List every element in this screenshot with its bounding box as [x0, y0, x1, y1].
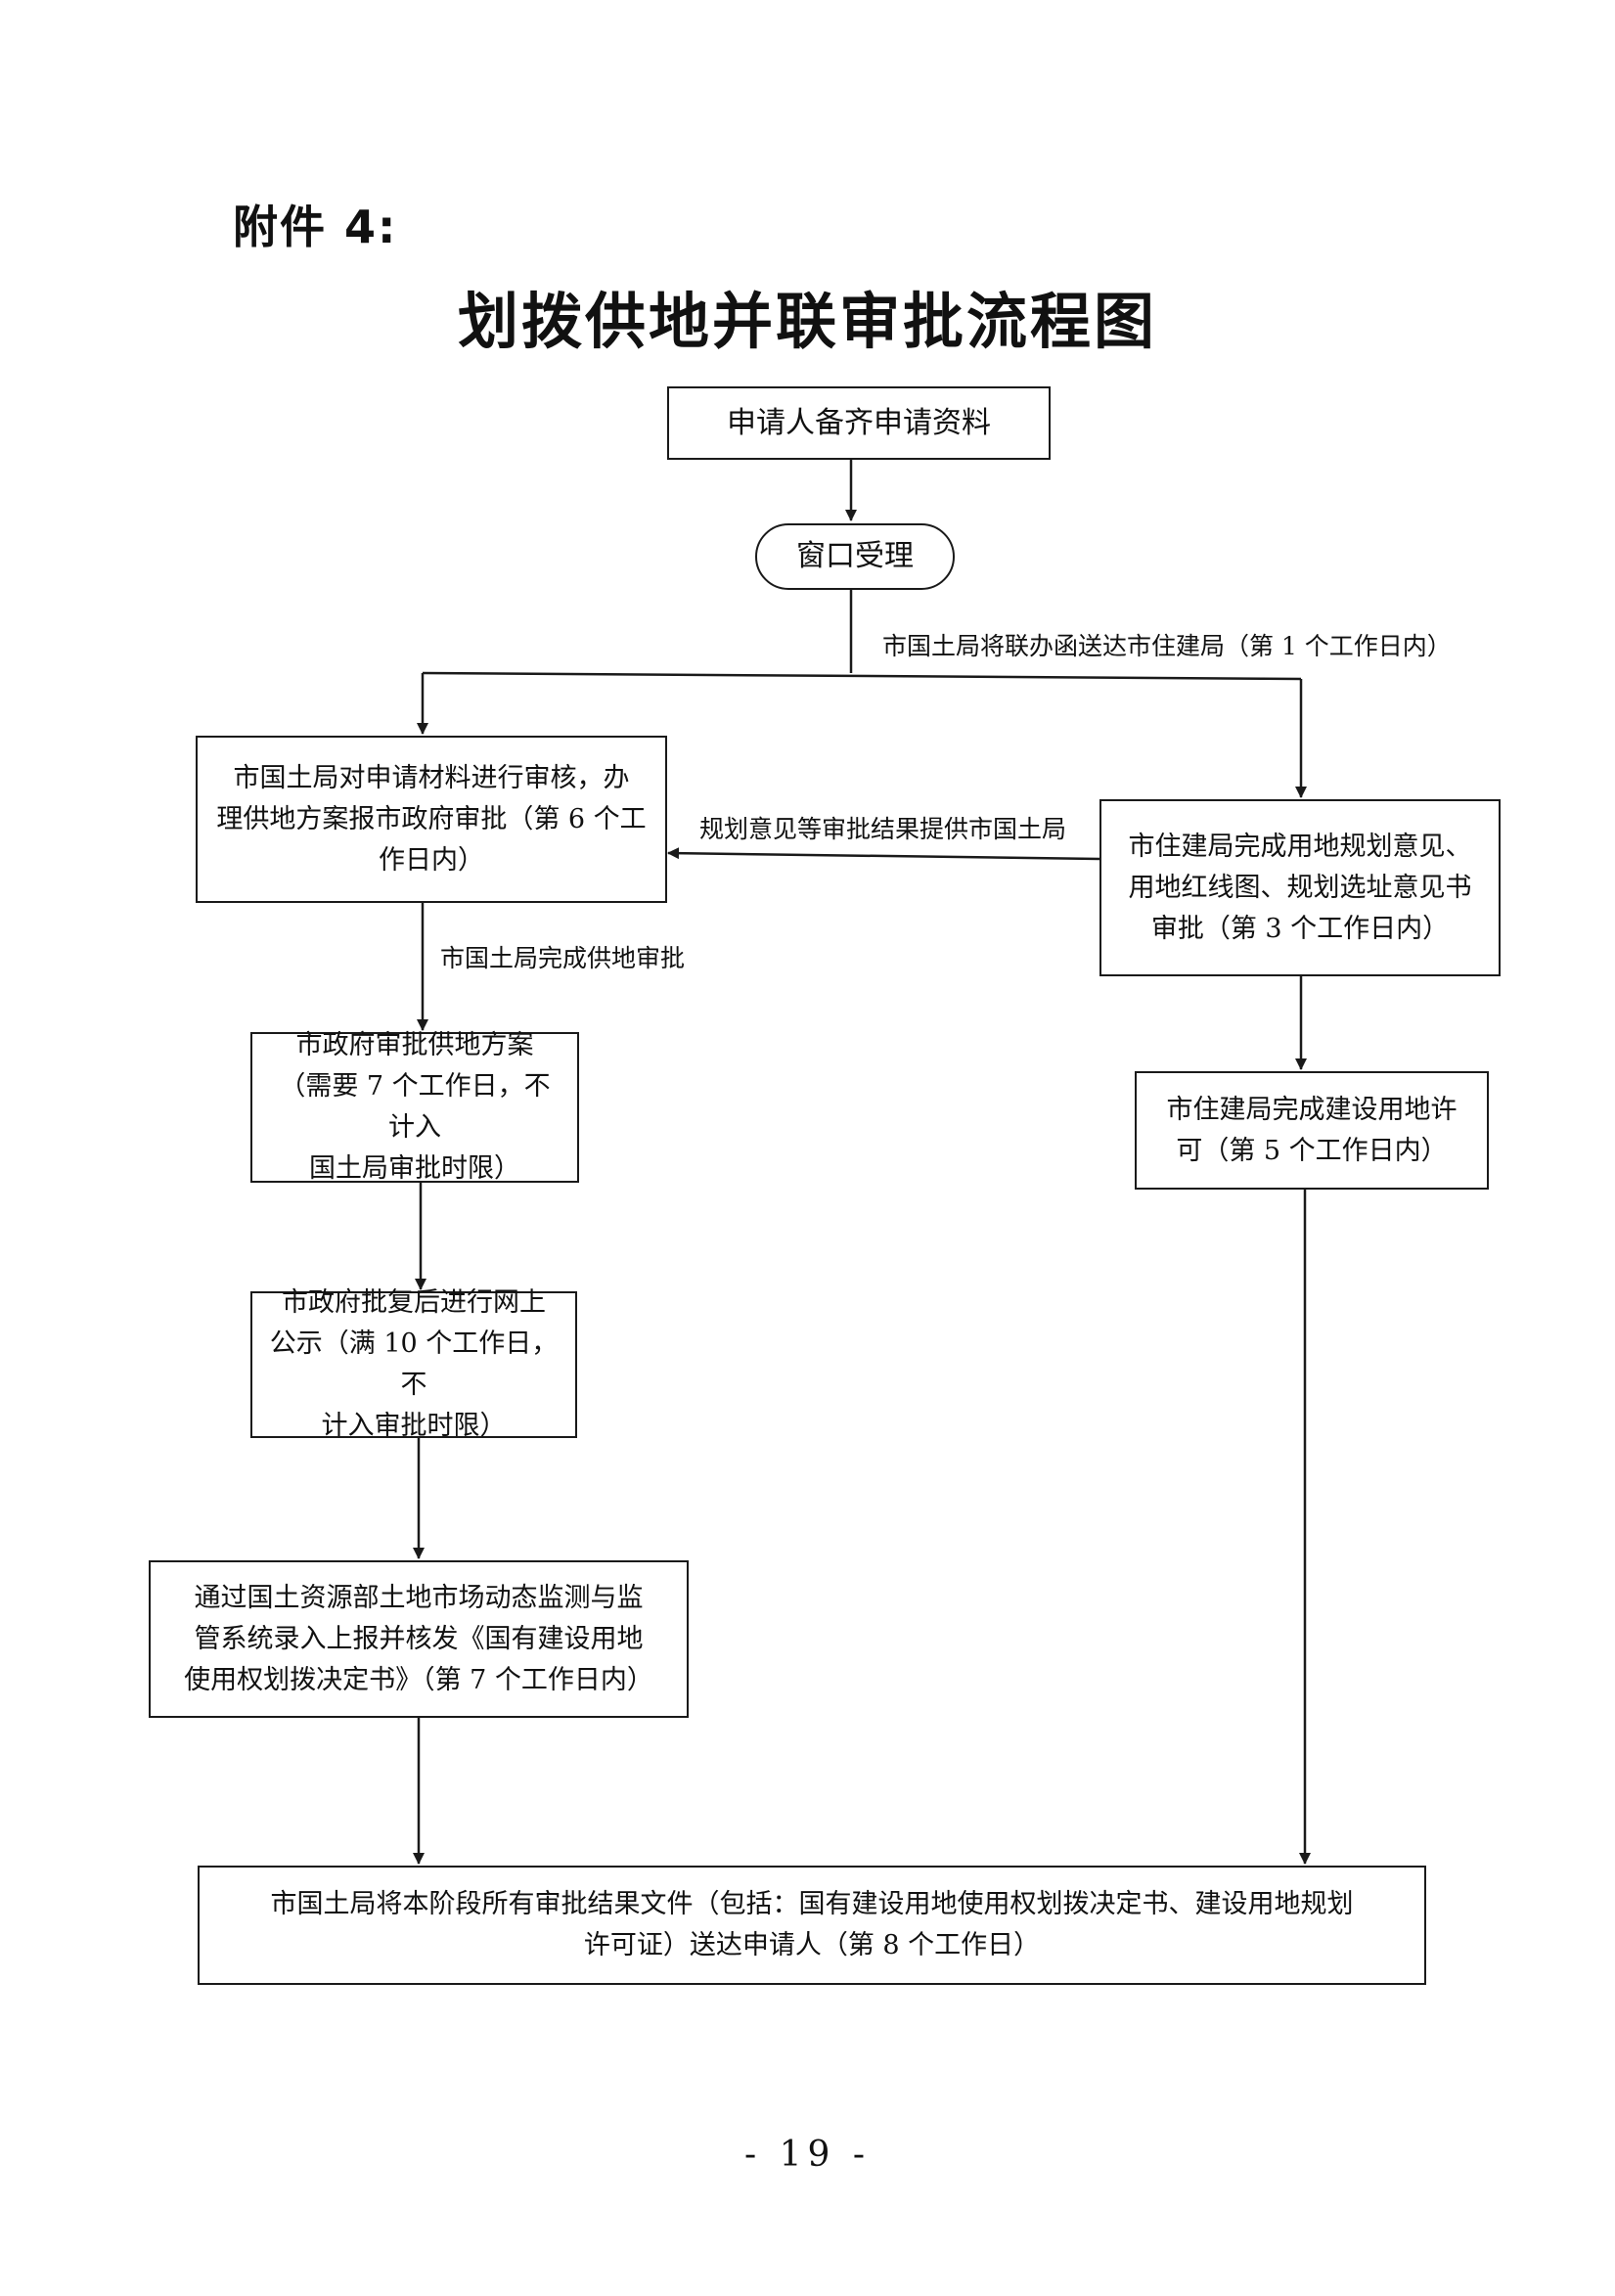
node-online-publicity: 市政府批复后进行网上 公示（满 10 个工作日，不 计入审批时限） [250, 1287, 577, 1441]
split-bar [422, 671, 1302, 681]
attachment-label: 附件 4: [233, 201, 398, 253]
edge-label-send-letter: 市国土局将联办函送达市住建局（第 1 个工作日内） [882, 632, 1452, 660]
node-deliver-results: 市国土局将本阶段所有审批结果文件（包括：国有建设用地使用权划拨决定书、建设用地规… [198, 1866, 1426, 1985]
node-government-approval: 市政府审批供地方案 （需要 7 个工作日，不计入 国土局审批时限） [250, 1030, 579, 1184]
node-window-acceptance: 窗口受理 [755, 523, 955, 590]
node-housing-bureau-planning: 市住建局完成用地规划意见、 用地红线图、规划选址意见书 审批（第 3 个工作日内… [1099, 799, 1501, 976]
node-construction-permit: 市住建局完成建设用地许 可（第 5 个工作日内） [1135, 1071, 1489, 1190]
edge-label-land-approval: 市国土局完成供地审批 [440, 944, 686, 972]
edge-label-feedback: 规划意见等审批结果提供市国土局 [699, 815, 1067, 843]
diagram-title: 划拨供地并联审批流程图 [457, 286, 1157, 357]
node-land-bureau-review: 市国土局对申请材料进行审核，办 理供地方案报市政府审批（第 6 个工 作日内） [196, 736, 667, 903]
node-submit-materials: 申请人备齐申请资料 [667, 386, 1051, 460]
arrow-n4-n3 [667, 847, 1100, 861]
page-number: - 19 - [743, 2135, 872, 2175]
node-system-entry-decision: 通过国土资源部土地市场动态监测与监 管系统录入上报并核发《国有建设用地 使用权划… [149, 1560, 689, 1718]
